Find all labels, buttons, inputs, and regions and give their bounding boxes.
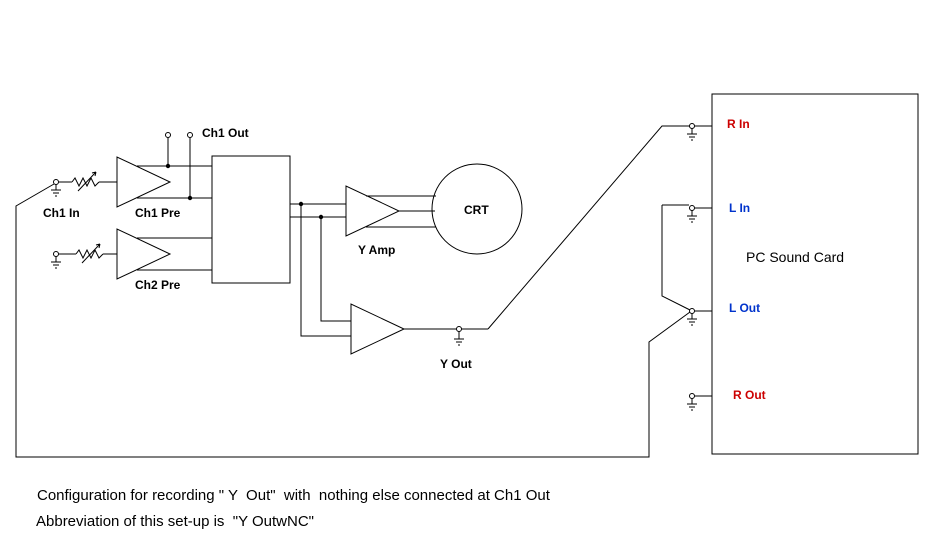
processing-block [211,155,291,284]
caption-line-2: Abbreviation of this set-up is "Y OutwNC… [36,513,314,530]
ch1-out-label: Ch1 Out [202,126,249,140]
l-in-label: L In [729,201,750,215]
ch2-input-wiring [51,243,117,269]
y-out-label: Y Out [440,357,472,371]
ch1-in-label: Ch1 In [43,206,80,220]
ch2-pre-amplifier [116,228,172,280]
ch2-pre-label: Ch2 Pre [135,278,181,292]
ch1-out-node-a [165,163,171,169]
r-in-label: R In [727,117,750,131]
l-out-terminal [689,308,695,314]
y-amp-label: Y Amp [358,243,395,257]
y-node-b [318,214,324,220]
ch1-input-wiring [51,171,117,197]
l-in-terminal [689,205,695,211]
ch1-out-terminal-b [187,132,193,138]
ch1-out-terminal-a [165,132,171,138]
preamp-output-wiring [137,138,212,271]
y-out-wiring [404,125,693,346]
ch2-in-terminal [53,251,59,257]
ch1-in-terminal [53,179,59,185]
ch1-pre-amplifier [116,156,172,208]
block-output-wiring [290,195,436,337]
crt-circle [431,163,523,255]
r-in-terminal [689,123,695,129]
y-node-a [298,201,304,207]
r-out-label: R Out [733,388,766,402]
sound-card-box [711,93,919,455]
crt-label: CRT [464,203,489,217]
l-out-label: L Out [729,301,760,315]
caption-line-1: Configuration for recording " Y Out" wit… [37,487,550,504]
y-out-terminal [456,326,462,332]
r-in-jack [687,125,712,141]
l-out-jack [15,183,712,458]
y-out-amplifier [350,303,406,355]
ch1-pre-label: Ch1 Pre [135,206,181,220]
sound-card-label: PC Sound Card [746,249,844,265]
ch1-out-node-b [187,195,193,201]
r-out-terminal [689,393,695,399]
y-amp-amplifier [345,185,401,237]
r-out-jack [687,395,712,411]
l-in-jack [662,204,712,223]
